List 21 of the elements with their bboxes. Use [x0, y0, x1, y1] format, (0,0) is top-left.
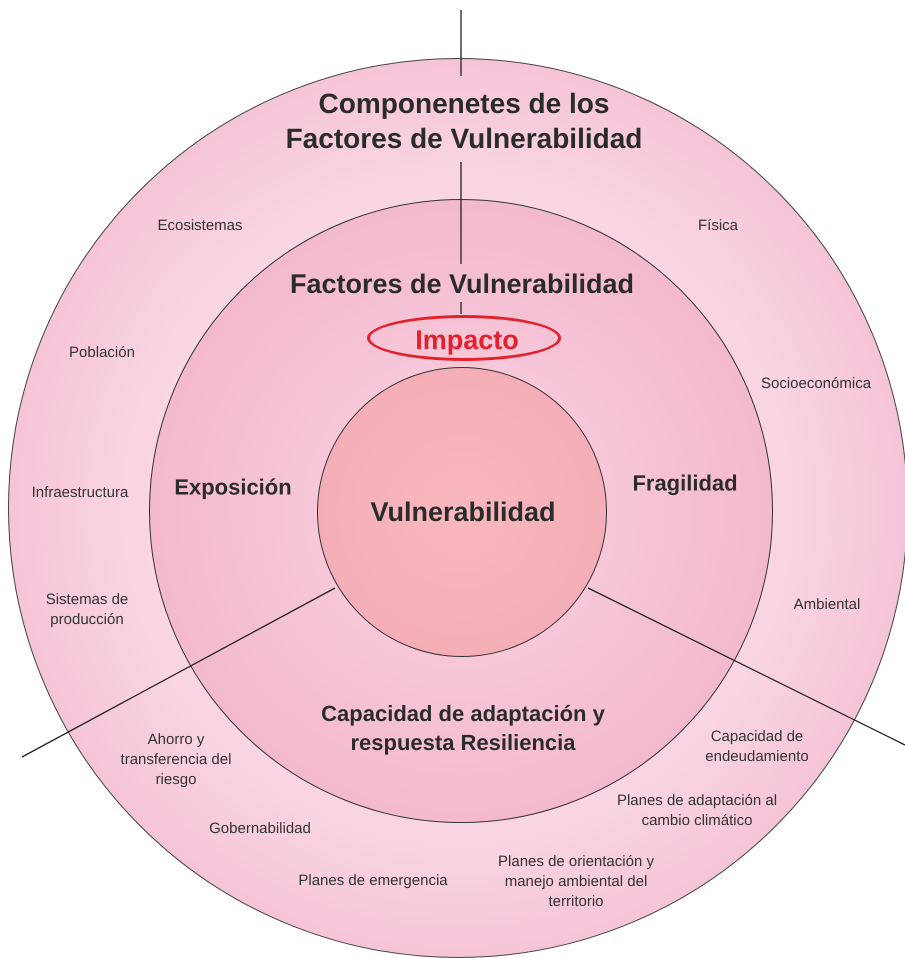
component-label: Población [68, 343, 136, 363]
ellipse-label: Impacto [414, 324, 520, 358]
component-label: Planes de orientación y manejo ambiental del territorio [497, 852, 655, 912]
sector-label: Exposición [173, 474, 293, 502]
component-label: Gobernabilidad [208, 819, 312, 839]
component-label: Ambiental [792, 595, 862, 615]
component-label: Sistemas de producción [44, 590, 130, 630]
ring-title: Componenetes de los Factores de Vulnerabilidad [284, 87, 644, 156]
component-label: Capacidad de endeudamiento [704, 727, 810, 767]
component-label: Socioeconómica [760, 374, 872, 394]
ring-title: Factores de Vulnerabilidad [288, 268, 636, 302]
impact-ellipse [367, 315, 561, 361]
component-label: Ecosistemas [156, 216, 244, 236]
sector-label: Capacidad de adaptación y respuesta Resiliencia [320, 700, 606, 757]
component-label: Infraestructura [30, 483, 130, 503]
component-label: Ahorro y transferencia del riesgo [120, 730, 232, 790]
component-label: Planes de adaptación al cambio climático [616, 791, 778, 831]
component-label: Planes de emergencia [297, 871, 449, 891]
center-label: Vulnerabilidad [369, 496, 557, 530]
sector-label: Fragilidad [631, 470, 739, 498]
component-label: Física [696, 216, 739, 236]
